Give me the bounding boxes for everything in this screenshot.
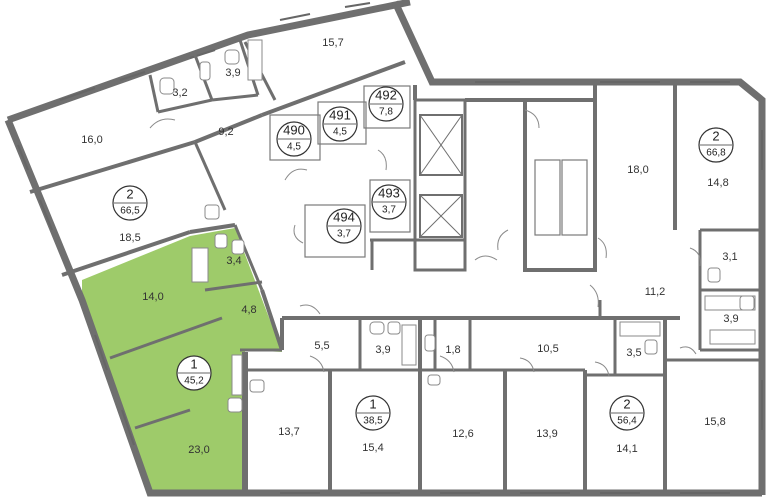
- storage-area: 3,7: [337, 229, 351, 240]
- interior-walls: [29, 39, 762, 493]
- storage-area: 4,5: [287, 142, 301, 153]
- storage-number: 493: [378, 185, 400, 200]
- room-area-label: 1,8: [445, 344, 460, 356]
- room-area-label: 14,0: [142, 291, 163, 303]
- storage-badge: 493 3,7: [371, 184, 407, 220]
- apartment-rooms: 2: [712, 128, 719, 143]
- windows: [17, 2, 763, 494]
- room-area-label: 14,1: [616, 443, 637, 455]
- apartment-rooms: 2: [623, 396, 630, 411]
- apartment-badge: 1 38,5: [355, 395, 391, 431]
- room-area-label: 9,2: [218, 126, 233, 138]
- room-area-label: 13,9: [536, 428, 557, 440]
- storage-badge: 491 4,5: [322, 106, 358, 142]
- room-labels: 15,7 3,9 3,2 16,0 9,2 18,5 3,4 14,0 4,8 …: [81, 37, 738, 456]
- room-area-label: 15,4: [362, 442, 383, 454]
- storage-badge: 490 4,5: [276, 121, 312, 157]
- room-area-label: 14,8: [707, 177, 728, 189]
- apartment-badge: 1 45,2: [176, 355, 212, 391]
- apartment-rooms: 1: [190, 356, 197, 371]
- doors: [149, 109, 701, 377]
- apartment-rooms: 1: [369, 396, 376, 411]
- room-area-label: 3,2: [172, 87, 187, 99]
- apartment-badge: 2 56,4: [609, 395, 645, 431]
- room-area-label: 3,1: [722, 251, 737, 263]
- storage-badge: 492 7,8: [368, 86, 404, 122]
- room-area-label: 12,6: [452, 428, 473, 440]
- room-area-label: 10,5: [537, 343, 558, 355]
- apartment-badge: 2 66,8: [698, 127, 734, 163]
- room-area-label: 18,5: [119, 232, 140, 244]
- bathroom-fixtures: [159, 39, 756, 413]
- room-area-label: 5,5: [314, 340, 329, 352]
- storage-badge: 494 3,7: [326, 208, 362, 244]
- apartment-area: 66,5: [120, 206, 140, 217]
- room-area-label: 4,8: [241, 304, 256, 316]
- storage-number: 492: [375, 87, 397, 102]
- apartment-area: 56,4: [617, 416, 637, 427]
- room-area-label: 3,9: [225, 67, 240, 79]
- apartment-area: 38,5: [363, 416, 383, 427]
- storage-badges: 490 4,5 491 4,5 492 7,8 493 3,7 494 3,7: [276, 86, 407, 244]
- storage-number: 491: [329, 107, 351, 122]
- room-area-label: 3,4: [226, 255, 241, 267]
- storage-area: 3,7: [382, 205, 396, 216]
- storage-area: 7,8: [379, 107, 393, 118]
- apartment-badges: 2 66,5 1 45,2 1 38,5 2 56,4 2 66,8: [112, 127, 734, 431]
- room-area-label: 18,0: [627, 164, 648, 176]
- room-area-label: 11,2: [645, 286, 666, 298]
- room-area-label: 3,5: [626, 347, 641, 359]
- room-area-label: 3,9: [375, 344, 390, 356]
- room-area-label: 13,7: [278, 426, 299, 438]
- storage-area: 4,5: [333, 127, 347, 138]
- room-area-label: 15,8: [704, 416, 725, 428]
- apartment-badge: 2 66,5: [112, 185, 148, 221]
- storage-number: 494: [333, 209, 355, 224]
- room-area-label: 15,7: [322, 37, 343, 49]
- apartment-rooms: 2: [126, 186, 133, 201]
- apartment-area: 45,2: [184, 376, 204, 387]
- highlighted-apartment-fill: [82, 228, 282, 490]
- room-area-label: 3,9: [723, 313, 738, 325]
- room-area-label: 16,0: [81, 134, 102, 146]
- room-area-label: 23,0: [188, 444, 209, 456]
- apartment-area: 66,8: [706, 148, 726, 159]
- storage-number: 490: [283, 122, 305, 137]
